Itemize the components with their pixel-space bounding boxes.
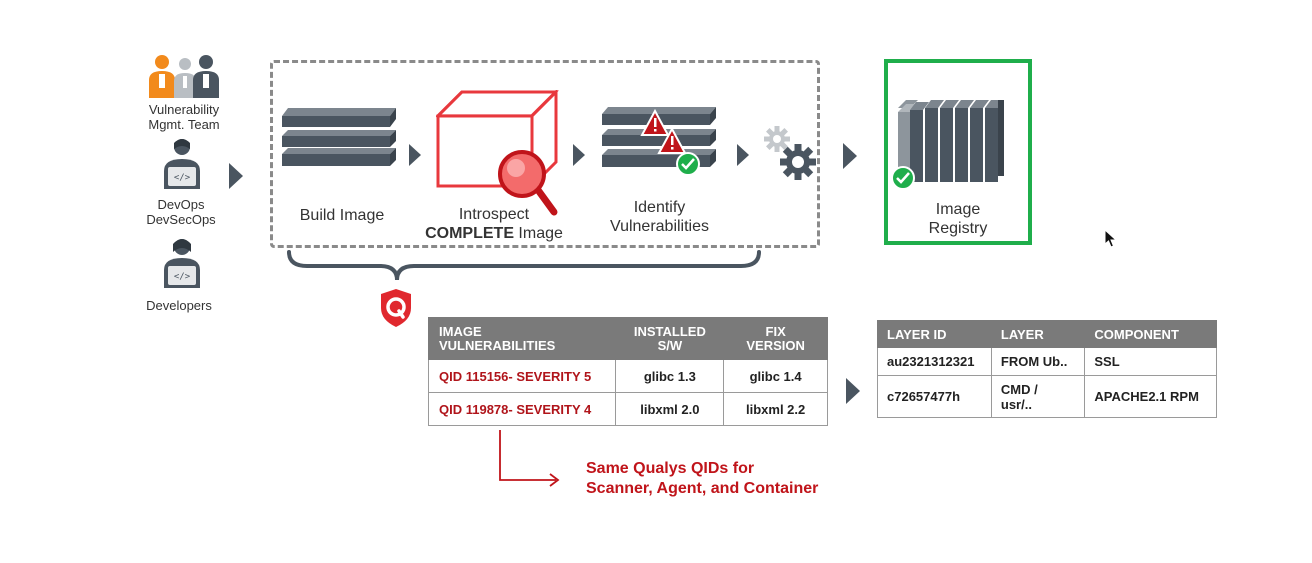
arrow-right-icon <box>573 144 585 166</box>
table-header-row: IMAGE VULNERABILITIES INSTALLED S/W FIX … <box>427 317 828 360</box>
installed-sw-cell: glibc 1.3 <box>615 359 725 393</box>
persona-label-developers: Developers <box>146 298 212 313</box>
column-header: FIX VERSION <box>723 317 828 360</box>
qid-cell: QID 115156- SEVERITY 5 <box>427 359 617 393</box>
layer-id-cell: c72657477h <box>877 375 992 418</box>
column-header: COMPONENT <box>1084 320 1217 348</box>
table-row: QID 115156- SEVERITY 5 glibc 1.3 glibc 1… <box>427 359 828 393</box>
registry-servers-icon <box>892 100 1004 190</box>
check-icon <box>676 152 700 176</box>
step-label-introspect: Introspect COMPLETE Image <box>424 205 564 243</box>
layer-table: LAYER ID LAYER COMPONENT au2321312321 FR… <box>877 320 1217 418</box>
svg-text:</>: </> <box>174 173 191 183</box>
installed-sw-cell: libxml 2.0 <box>615 392 725 426</box>
introspect-line1: Introspect <box>458 206 530 223</box>
check-icon <box>892 166 915 190</box>
layer-cell: FROM Ub.. <box>990 347 1086 376</box>
arrow-right-icon <box>843 143 857 169</box>
layer-cell: CMD / usr/.. <box>990 375 1086 418</box>
column-header: LAYER ID <box>877 320 992 348</box>
qualys-shield-icon <box>381 289 411 327</box>
column-header: INSTALLED S/W <box>615 317 725 360</box>
table-row: QID 119878- SEVERITY 4 libxml 2.0 libxml… <box>427 392 828 426</box>
qid-cell: QID 119878- SEVERITY 4 <box>427 392 617 426</box>
developer-person-icon: </> <box>164 239 200 288</box>
pipeline-box <box>270 60 820 248</box>
introspect-magnifier-icon <box>436 90 559 216</box>
step-label-identify: Identify Vulnerabilities <box>609 199 709 235</box>
table-header-row: LAYER ID LAYER COMPONENT <box>877 320 1217 348</box>
column-header: LAYER <box>990 320 1086 348</box>
qualys-qid-note: Same Qualys QIDs for Scanner, Agent, and… <box>586 460 819 497</box>
fix-version-cell: libxml 2.2 <box>723 392 828 426</box>
introspect-bold: COMPLETE <box>425 225 514 242</box>
arrow-right-icon <box>737 144 749 166</box>
team-icon <box>149 55 219 98</box>
warning-icon <box>640 108 670 136</box>
column-header: IMAGE VULNERABILITIES <box>427 317 617 360</box>
build-image-stack-icon <box>282 108 396 166</box>
component-cell: APACHE2.1 RPM <box>1084 375 1217 418</box>
pipeline-brace <box>287 250 761 281</box>
step-label-build: Build Image <box>299 207 385 224</box>
arrow-right-icon <box>846 378 860 404</box>
devops-person-icon: </> <box>164 139 200 189</box>
persona-label-vuln-team: Vulnerability Mgmt. Team <box>148 102 220 132</box>
introspect-line2: COMPLETE Image <box>424 224 564 243</box>
svg-text:</>: </> <box>174 272 191 282</box>
component-cell: SSL <box>1084 347 1217 376</box>
mouse-cursor-icon <box>1104 229 1118 248</box>
layer-id-cell: au2321312321 <box>877 347 992 376</box>
persona-label-devops: DevOps DevSecOps <box>146 197 216 227</box>
warning-icon <box>657 126 687 154</box>
table-row: au2321312321 FROM Ub.. SSL <box>877 347 1217 376</box>
identify-stack-icon <box>602 107 716 176</box>
fix-version-cell: glibc 1.4 <box>723 359 828 393</box>
introspect-rest: Image <box>513 225 563 242</box>
vulnerability-table: IMAGE VULNERABILITIES INSTALLED S/W FIX … <box>427 317 828 426</box>
table-row: c72657477h CMD / usr/.. APACHE2.1 RPM <box>877 375 1217 418</box>
image-registry-box <box>884 59 1032 245</box>
step-label-registry: Image Registry <box>928 201 988 237</box>
gears-icon <box>764 126 816 180</box>
arrow-right-icon <box>409 144 421 166</box>
arrow-right-icon <box>229 163 243 189</box>
callout-arrow <box>499 430 560 487</box>
